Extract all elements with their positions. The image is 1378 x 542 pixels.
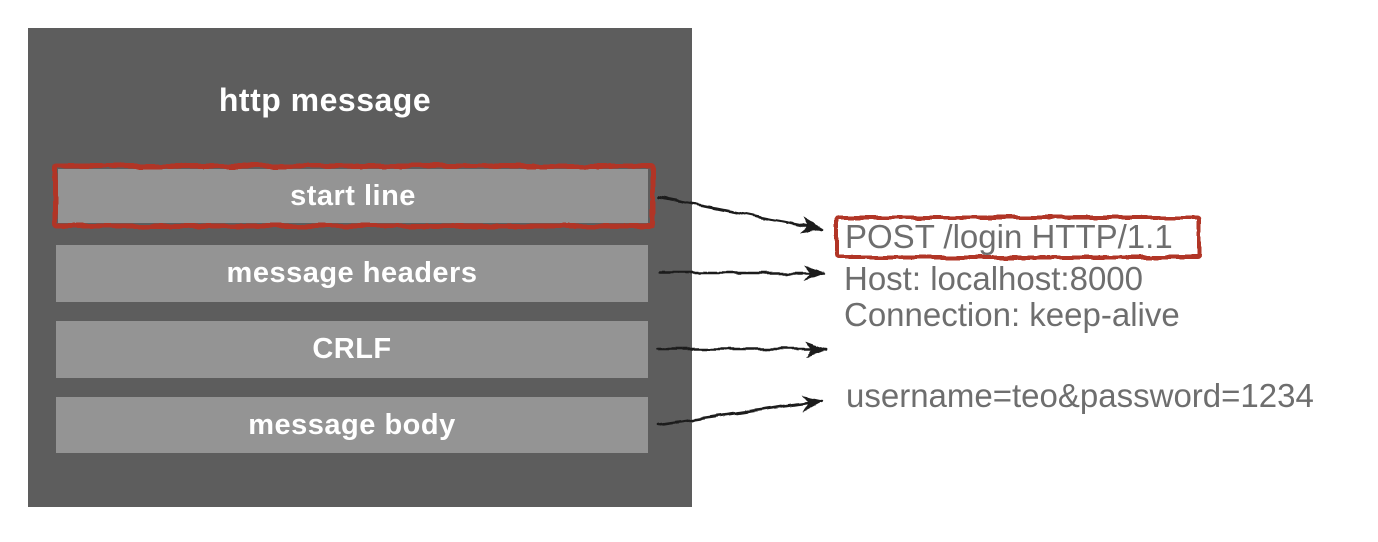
http-message-panel: http message start line message headers … — [28, 28, 692, 507]
layer-crlf-label: CRLF — [312, 333, 392, 365]
request-line-text: POST /login HTTP/1.1 — [845, 218, 1173, 255]
layer-message-body-label: message body — [248, 408, 456, 441]
layer-message-headers: message headers — [56, 245, 648, 302]
header-connection-text: Connection: keep-alive — [844, 296, 1180, 333]
layer-message-headers-label: message headers — [226, 257, 478, 289]
header-host-text: Host: localhost:8000 — [844, 260, 1144, 297]
body-text: username=teo&password=1234 — [846, 377, 1314, 414]
layer-message-body: message body — [56, 397, 648, 453]
diagram-title: http message — [218, 82, 432, 118]
layer-crlf: CRLF — [56, 321, 648, 378]
layer-start-line-label: start line — [290, 179, 416, 212]
layer-start-line: start line — [58, 169, 648, 223]
